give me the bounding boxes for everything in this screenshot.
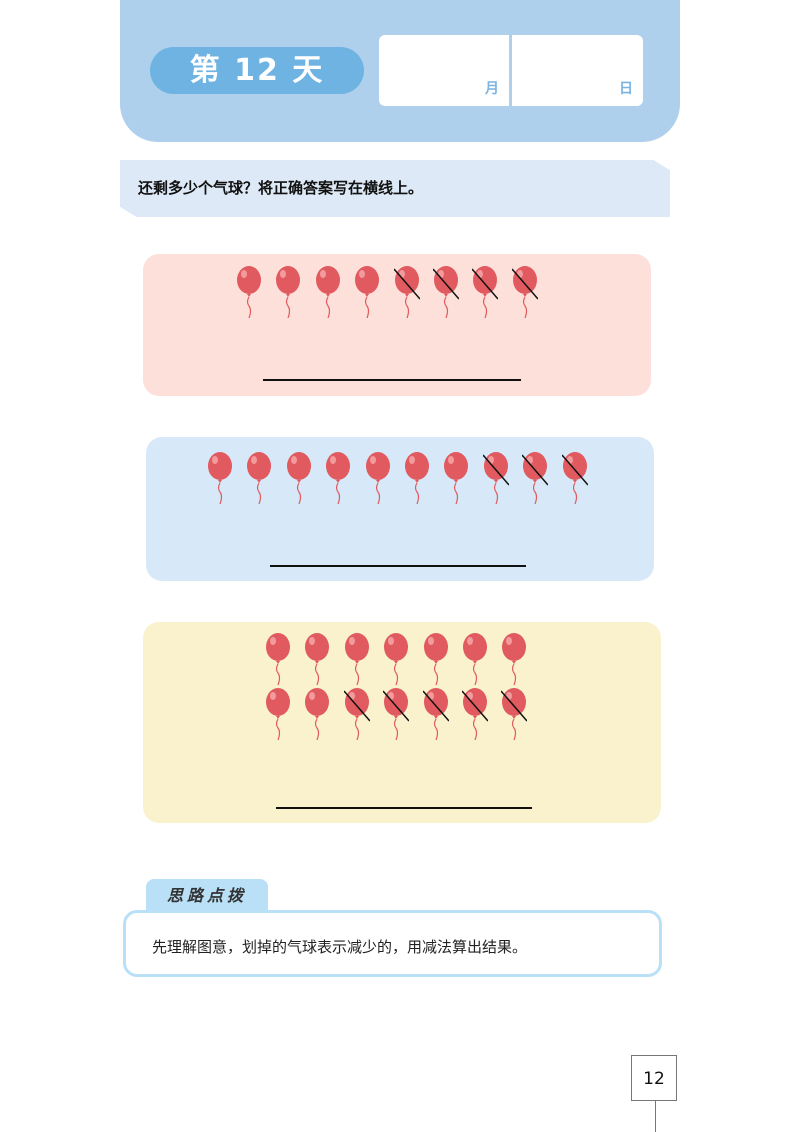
page-number: 12 [631, 1055, 677, 1101]
hint-text: 先理解图意，划掉的气球表示减少的，用减法算出结果。 [152, 938, 528, 956]
balloon [383, 633, 409, 685]
hint-tab: 思路点拨 [146, 879, 268, 915]
balloon [275, 266, 301, 318]
balloon-crossed-out [511, 266, 538, 318]
balloon [501, 633, 527, 685]
balloon-crossed-out [462, 688, 488, 740]
balloon [365, 452, 391, 504]
balloon [207, 452, 233, 504]
balloon-crossed-out [522, 452, 549, 504]
balloon-crossed-out [433, 266, 459, 318]
instruction-banner: 还剩多少个气球？将正确答案写在横线上。 [120, 160, 670, 217]
balloon [286, 452, 312, 504]
balloon-crossed-out [501, 688, 528, 740]
balloon-crossed-out [472, 266, 499, 318]
balloon [246, 452, 272, 504]
balloon [315, 266, 341, 318]
date-field[interactable]: 日 [512, 35, 643, 106]
date-label: 日 [619, 81, 633, 97]
answer-line-3[interactable] [276, 807, 532, 809]
month-field[interactable]: 月 [379, 35, 509, 106]
balloon [423, 633, 449, 685]
balloon-crossed-out [561, 452, 588, 504]
balloon [344, 633, 370, 685]
balloon-crossed-out [422, 688, 449, 740]
balloon [265, 633, 291, 685]
page-number-tick [655, 1101, 656, 1132]
answer-line-1[interactable] [263, 379, 521, 381]
balloon [325, 452, 351, 504]
balloon [304, 688, 330, 740]
instruction-text: 还剩多少个气球？将正确答案写在横线上。 [138, 179, 424, 197]
answer-line-2[interactable] [270, 565, 526, 567]
hint-title: 思路点拨 [166, 886, 247, 905]
balloon [462, 633, 488, 685]
balloon [404, 452, 430, 504]
balloon-crossed-out [383, 688, 410, 740]
hint-box: 先理解图意，划掉的气球表示减少的，用减法算出结果。 [123, 910, 662, 977]
day-header: 第 12 天 月 日 [120, 0, 680, 142]
balloon-crossed-out [393, 266, 420, 318]
balloon-crossed-out [482, 452, 509, 504]
balloon [265, 688, 291, 740]
balloon-crossed-out [343, 688, 370, 740]
month-label: 月 [485, 81, 499, 97]
balloon [304, 633, 330, 685]
day-badge: 第 12 天 [150, 47, 364, 94]
day-label: 第 12 天 [189, 53, 325, 88]
balloon [443, 452, 469, 504]
balloon [354, 266, 380, 318]
balloon [236, 266, 262, 318]
